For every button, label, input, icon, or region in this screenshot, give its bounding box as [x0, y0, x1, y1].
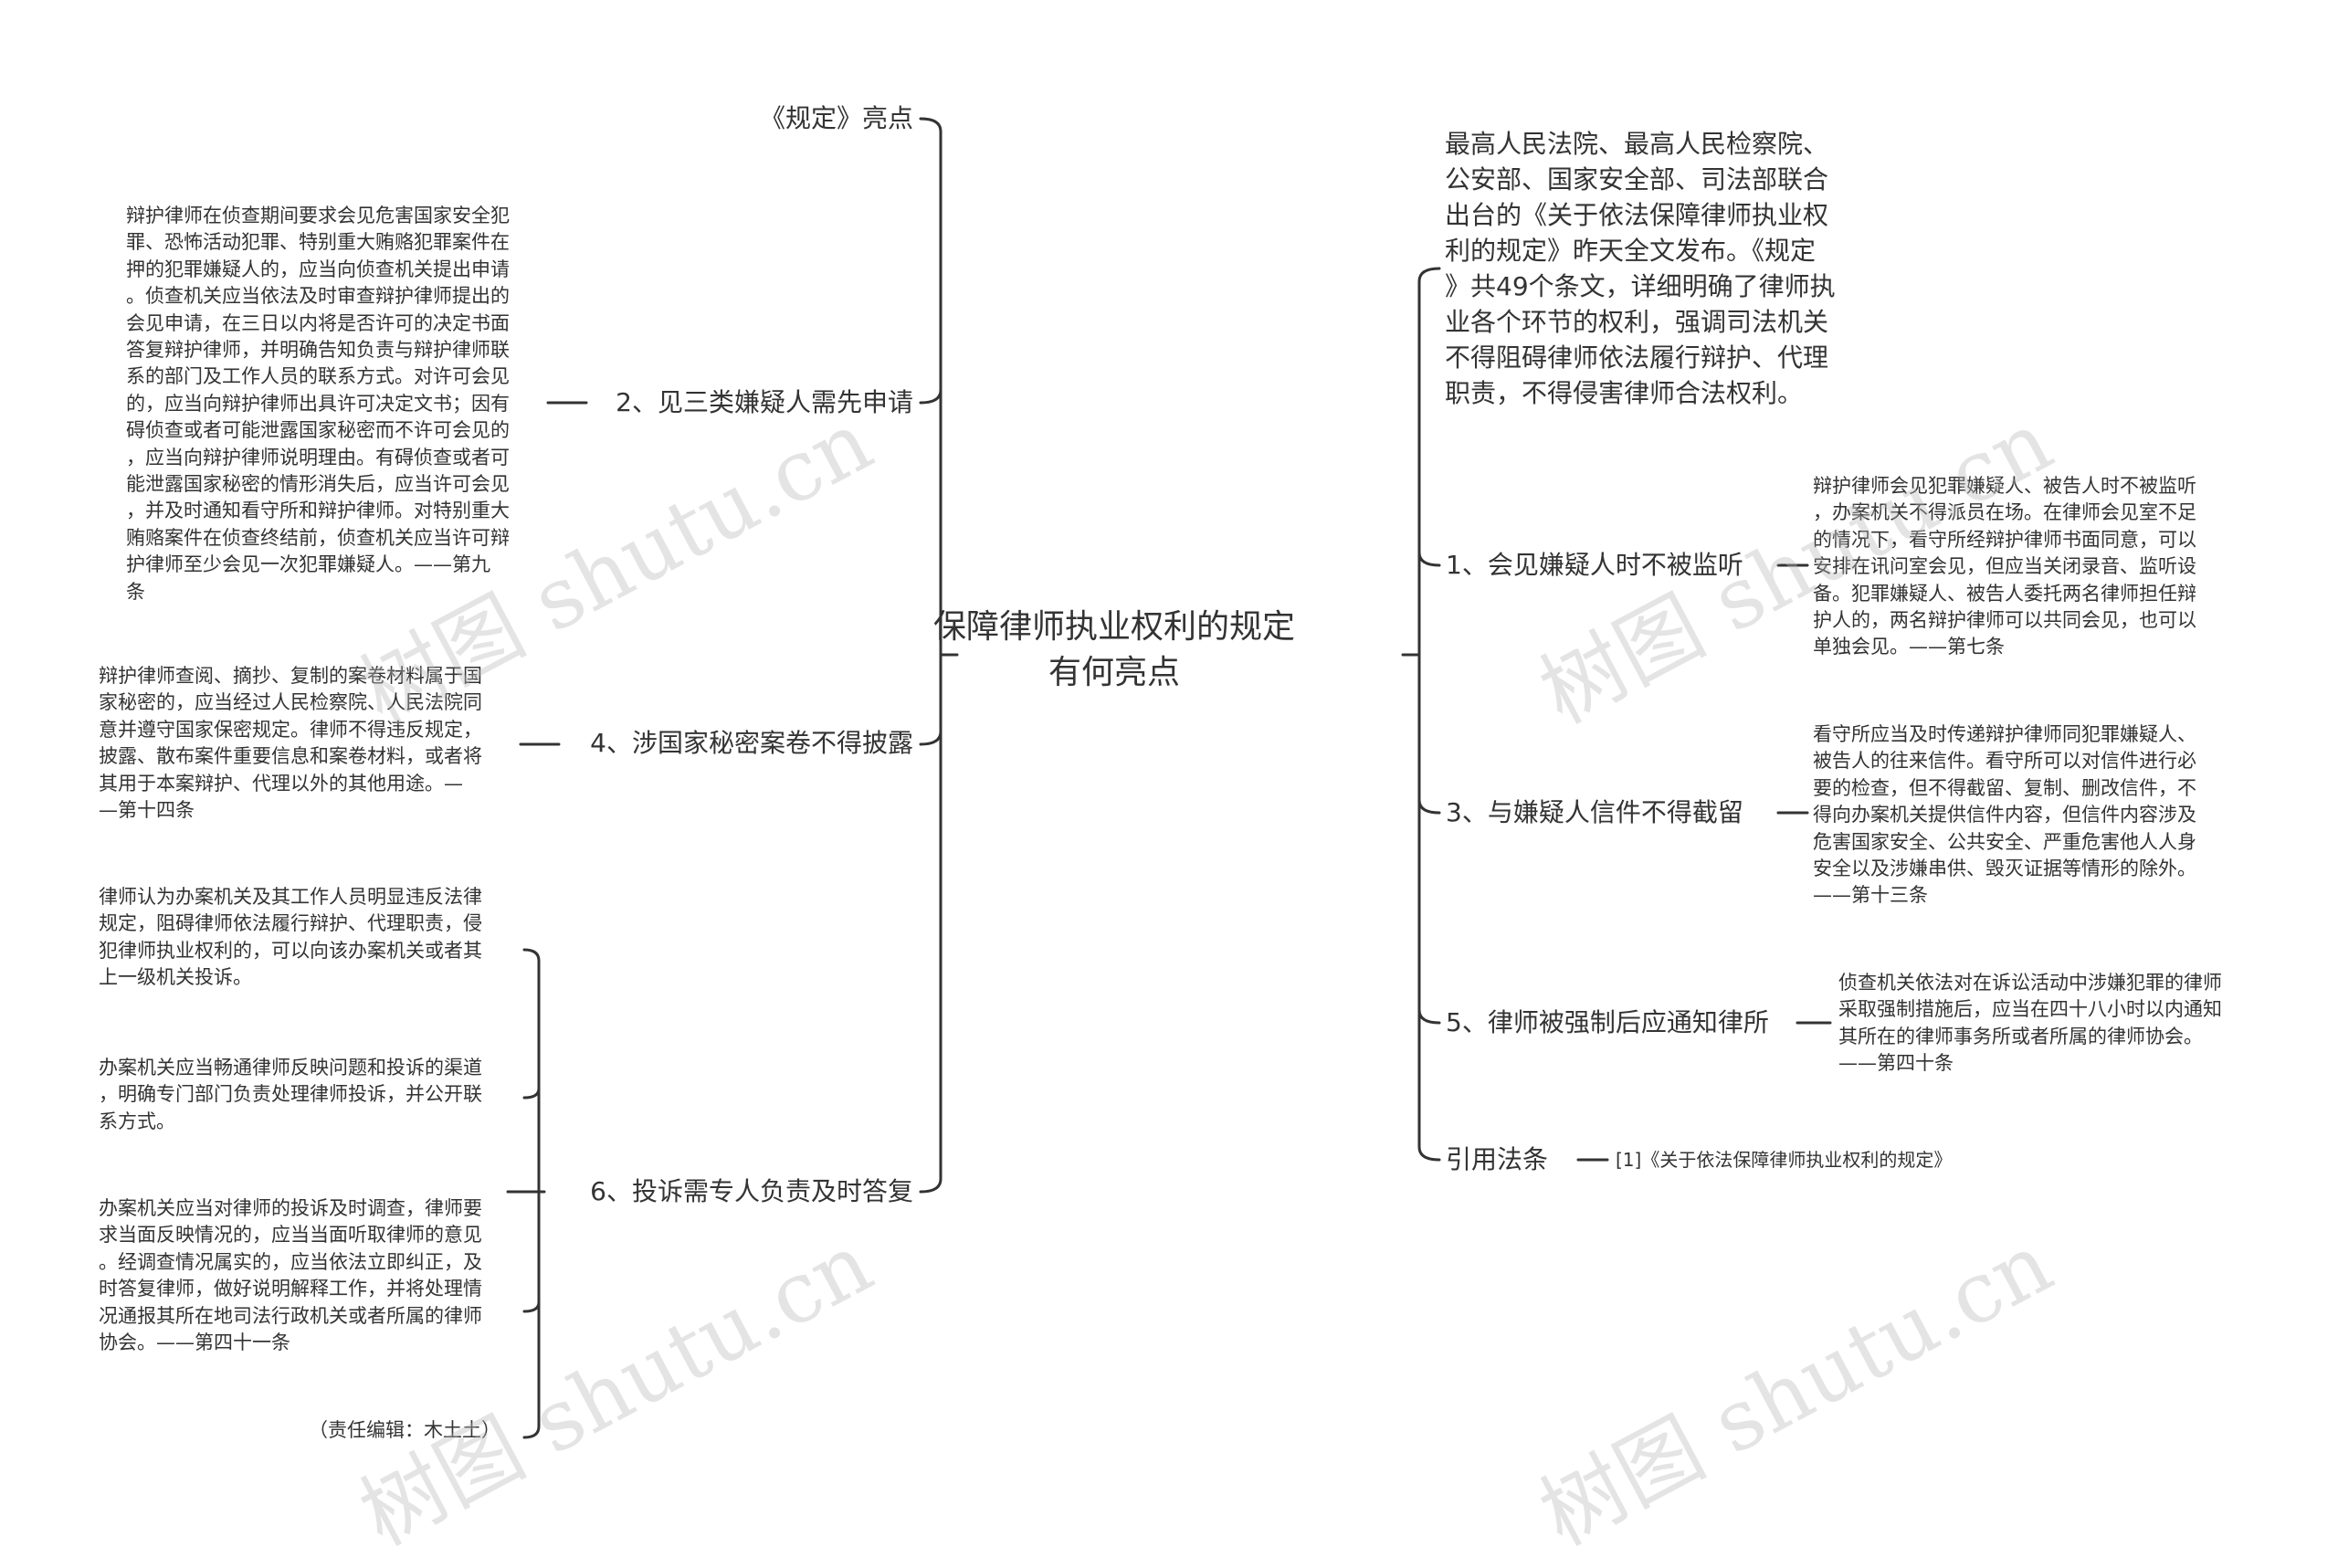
central-topic[interactable]: 保障律师执业权利的规定 有何亮点: [932, 608, 1295, 691]
connector-line: [522, 1300, 541, 1313]
leaf-article-7[interactable]: 辩护律师会见犯罪嫌疑人、被告人时不被监听 ，办案机关不得派员在场。在律师会见室不…: [1813, 475, 2196, 658]
branch-meet-three-suspects[interactable]: 2、见三类嫌疑人需先申请: [616, 387, 913, 417]
intro-summary[interactable]: 最高人民法院、最高人民检察院、 公安部、国家安全部、司法部联合 出台的《关于依法…: [1445, 129, 1836, 408]
branch-state-secret-files[interactable]: 4、涉国家秘密案卷不得披露: [590, 728, 913, 758]
branch-guide-highlights[interactable]: 《规定》亮点: [759, 103, 913, 133]
connector-line: [1417, 551, 1441, 567]
leaf-article-9[interactable]: 辩护律师在侦查期间要求会见危害国家安全犯 罪、恐怖活动犯罪、特别重大贿赂犯罪案件…: [126, 205, 510, 603]
leaf-article-40[interactable]: 侦查机关依法对在诉讼活动中涉嫌犯罪的律师 采取强制措施后，应当在四十八小时以内通…: [1838, 972, 2222, 1075]
connector-line: [919, 730, 943, 746]
branch-notify-law-firm[interactable]: 5、律师被强制后应通知律所: [1446, 1007, 1769, 1037]
branch-letters-not-withheld[interactable]: 3、与嫌疑人信件不得截留: [1446, 797, 1743, 827]
leaf-article-14[interactable]: 辩护律师查阅、摘抄、复制的案卷材料属于国 家秘密的，应当经过人民检察院、人民法院…: [99, 665, 482, 822]
connector-line: [522, 1087, 541, 1100]
leaf-article-41[interactable]: 办案机关应当对律师的投诉及时调查，律师要 求当面反映情况的，应当当面听取律师的意…: [99, 1197, 482, 1354]
connector-line: [522, 948, 541, 1439]
leaf-complaint-channel[interactable]: 办案机关应当畅通律师反映问题和投诉的渠道 ，明确专门部门负责处理律师投诉，并公开…: [99, 1057, 482, 1132]
leaf-editor-credit[interactable]: （责任编辑：木土土）: [309, 1419, 500, 1441]
leaf-complaint-right[interactable]: 律师认为办案机关及其工作人员明显违反法律 规定，阻碍律师依法履行辩护、代理职责，…: [99, 886, 482, 989]
connector-line: [1417, 798, 1441, 815]
connector-line: [1417, 1008, 1441, 1025]
branch-cited-law[interactable]: 引用法条: [1446, 1144, 1549, 1174]
connector-line: [1417, 267, 1441, 1162]
reference-link[interactable]: [1]《关于依法保障律师执业权利的规定》: [1616, 1149, 1953, 1171]
connector-line: [919, 117, 943, 1194]
branch-meeting-unmonitored[interactable]: 1、会见嫌疑人时不被监听: [1446, 550, 1743, 580]
leaf-article-13[interactable]: 看守所应当及时传递辩护律师同犯罪嫌疑人、 被告人的往来信件。看守所可以对信件进行…: [1813, 723, 2196, 907]
connector-line: [919, 388, 943, 405]
branch-complaint-handling[interactable]: 6、投诉需专人负责及时答复: [590, 1176, 913, 1206]
